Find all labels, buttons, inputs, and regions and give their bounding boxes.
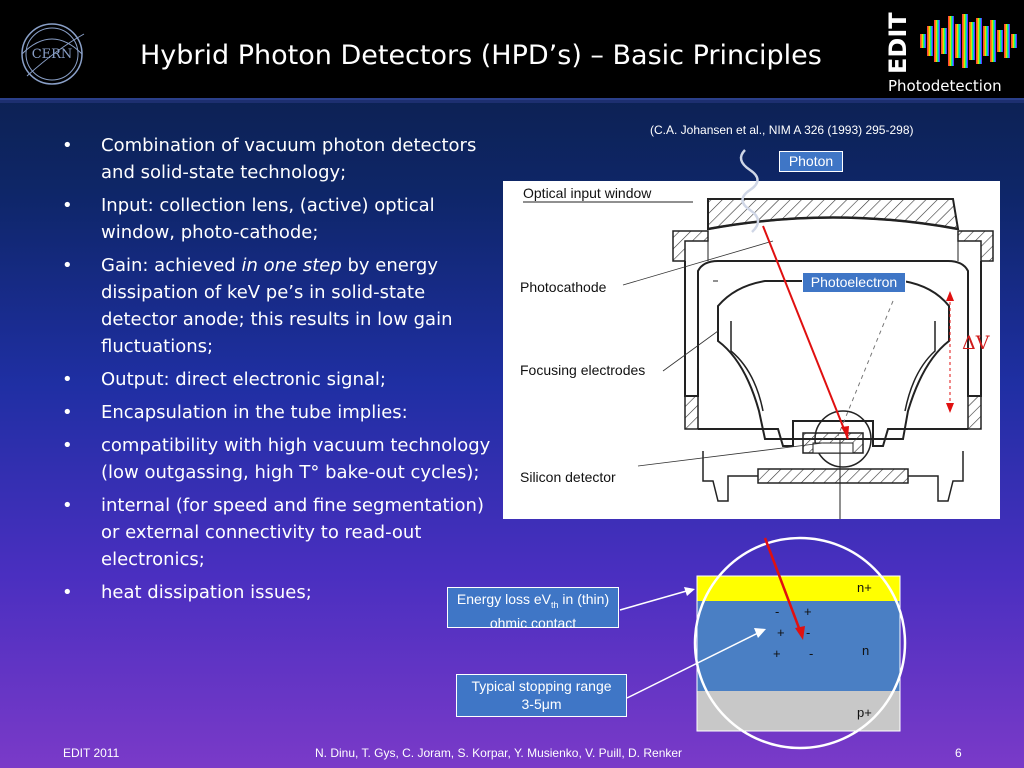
charge-sign: + [777,625,785,640]
energy-loss-text: Energy loss eV [456,591,552,607]
energy-loss-text-rest: in (thin) ohmic contact [489,591,610,631]
cern-logo: CERN [21,23,85,85]
bullet-text: Output: direct electronic signal; [101,369,386,390]
photocathode-label: Photocathode [520,279,607,295]
n-plus-label: n+ [857,580,872,595]
bullet-item: • Output: direct electronic signal; [60,366,500,393]
energy-loss-subscript: th [551,599,559,610]
edit-logo-text: EDIT [884,12,912,74]
figure-citation: (C.A. Johansen et al., NIM A 326 (1993) … [650,123,914,137]
bullet-dot: • [62,135,73,156]
bullet-item: • Combination of vacuum photon detectors … [60,132,500,186]
stopping-range-line2: 3-5μm [521,696,562,712]
svg-text:CERN: CERN [32,47,73,62]
photoelectron-label: Photoelectron [802,272,906,293]
footer-left: EDIT 2011 [63,746,120,760]
bullet-text: compatibility with high vacuum technolog… [101,435,491,483]
slide-header: CERN Hybrid Photon Detectors (HPD’s) – B… [0,0,1024,100]
bullet-item: • compatibility with high vacuum technolo… [60,432,500,486]
hpd-schematic [523,198,994,519]
bullet-item: • heat dissipation issues; [60,579,500,606]
bullet-text: internal (for speed and fine segmentatio… [101,495,484,570]
bullet-item: • internal (for speed and fine segmentati… [60,492,500,573]
footer-authors: N. Dinu, T. Gys, C. Joram, S. Korpar, Y.… [315,746,683,760]
bullet-emphasis: in one step [241,255,342,276]
charge-sign: + [773,646,781,661]
header-divider [0,100,1024,103]
bullet-text: heat dissipation issues; [101,582,312,603]
bullet-dot: • [62,369,73,390]
bullet-item: • Input: collection lens, (active) optica… [60,192,500,246]
n-label: n [862,643,870,658]
bullet-text-pre: Gain: achieved [101,255,242,276]
charge-sign: - [775,604,780,619]
bullet-dot: • [62,255,73,276]
optical-window-label: Optical input window [523,185,652,201]
hpd-diagram: Optical input window Photocathode Focusi… [503,181,1000,519]
bullet-dot: • [62,402,73,423]
bullet-text: Encapsulation in the tube implies: [101,402,408,423]
electron-track [763,537,804,637]
charge-sign: + [804,604,812,619]
bullet-dot: • [62,582,73,603]
section-label: Photodetection [888,77,1002,95]
bullet-text: Input: collection lens, (active) optical… [101,195,435,243]
slide-title: Hybrid Photon Detectors (HPD’s) – Basic … [140,40,822,71]
p-plus-label: p+ [857,705,872,720]
charge-sign: - [809,646,814,661]
bullet-dot: • [62,495,73,516]
delta-v-label: ΔV [962,332,990,354]
bullet-text: Combination of vacuum photon detectors a… [101,135,477,183]
bullet-dot: • [62,435,73,456]
magnifier-circle [693,536,907,750]
n-layer [697,601,900,691]
stopping-range-line1: Typical stopping range [471,678,612,694]
stopping-range-callout: Typical stopping range 3-5μm [456,674,627,717]
bullet-item: • Gain: achieved in one step by energy di… [60,252,500,360]
bullet-item: • Encapsulation in the tube implies: [60,399,500,426]
bullet-text-post: by energy dissipation of keV pe’s in sol… [101,255,453,357]
focusing-electrodes-label: Focusing electrodes [520,362,646,378]
bullet-list: • Combination of vacuum photon detectors … [60,132,500,612]
spectrum-logo-icon [920,14,1017,68]
page-number: 6 [955,746,962,760]
charge-sign: - [806,625,811,640]
bullet-dot: • [62,195,73,216]
silicon-detector-label: Silicon detector [520,469,616,485]
photon-label: Photon [779,151,843,172]
energy-loss-callout: Energy loss eVth in (thin) ohmic contact [447,587,619,631]
